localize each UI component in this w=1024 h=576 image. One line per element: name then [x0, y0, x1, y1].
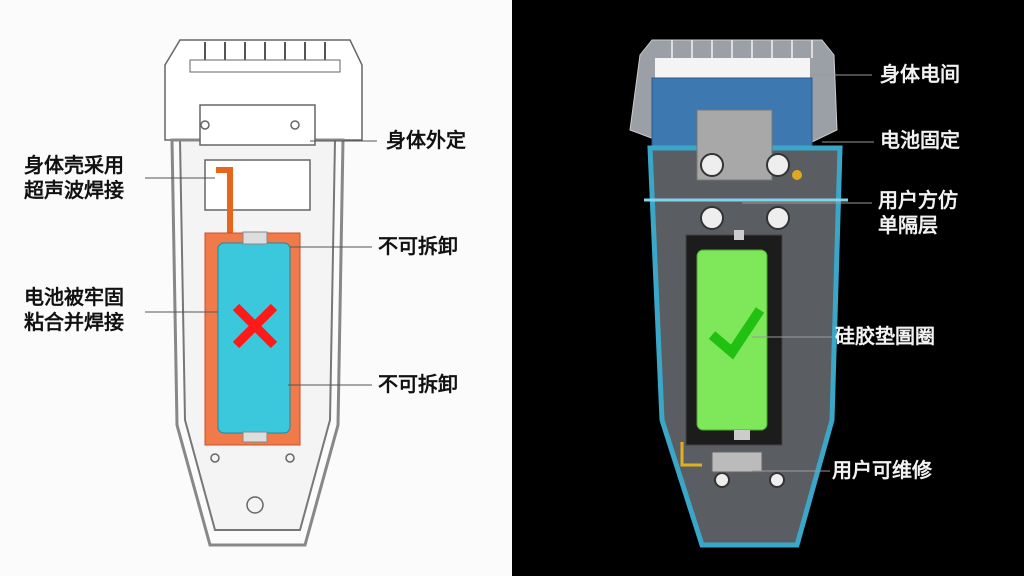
label-shell-welding: 身体壳采用 超声波焊接: [24, 153, 124, 203]
label-non-removable-bottom: 不可拆卸: [378, 372, 458, 396]
weld-wire: [216, 167, 233, 235]
label-body-fixed: 身体外定: [386, 128, 466, 152]
left-panel-glued-battery: 身体外定 身体壳采用 超声波焊接 不可拆卸 电池被牢固 粘合并焊接 不可拆卸: [0, 0, 512, 576]
battery: [696, 249, 768, 431]
battery: [217, 242, 291, 434]
label-non-removable-top: 不可拆卸: [378, 234, 458, 258]
label-user-layer: 用户方仿 单隔层: [878, 188, 958, 238]
label-battery-glued: 电池被牢固 粘合并焊接: [24, 285, 124, 335]
label-line: 身体壳采用: [24, 153, 124, 177]
serviceable-clipper-illustration: [629, 39, 874, 548]
glued-clipper-illustration: [145, 39, 377, 547]
label-line: 超声波焊接: [24, 178, 124, 202]
label-line: 电池被牢固: [24, 285, 124, 309]
label-body-gap: 身体电间: [880, 62, 960, 86]
label-line: 用户方仿: [878, 188, 958, 212]
check-icon: [708, 307, 765, 360]
label-line: 单隔层: [878, 213, 938, 237]
label-user-serviceable: 用户可维修: [832, 458, 932, 482]
label-line: 粘合并焊接: [24, 310, 124, 334]
label-silicone-ring: 硅胶垫圄圈: [835, 324, 935, 348]
right-panel-serviceable-battery: 身体电间 电池固定 用户方仿 单隔层 硅胶垫圄圈 用户可维修: [512, 0, 1024, 576]
label-battery-fixed: 电池固定: [880, 128, 960, 152]
cross-icon: [232, 303, 278, 349]
